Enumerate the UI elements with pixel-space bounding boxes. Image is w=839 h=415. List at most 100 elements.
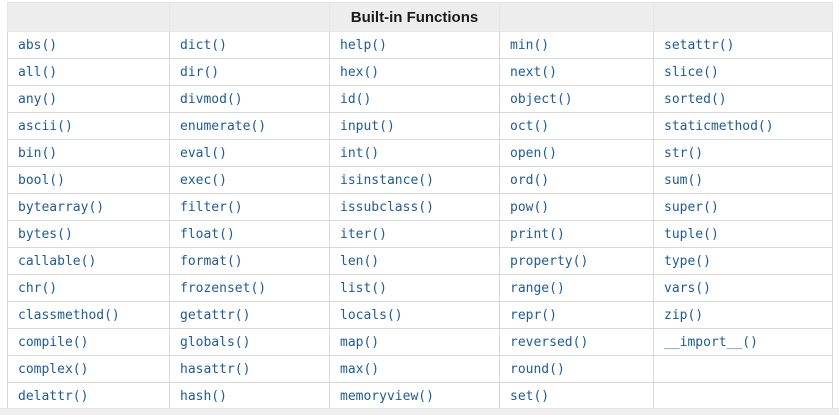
function-link[interactable]: setattr() <box>664 37 735 53</box>
function-link[interactable]: classmethod() <box>18 307 120 323</box>
function-link[interactable]: len() <box>340 253 380 269</box>
table-header: Built-in Functions <box>7 2 833 32</box>
function-link[interactable]: enumerate() <box>180 118 267 134</box>
function-link[interactable]: issubclass() <box>340 199 434 215</box>
function-link[interactable]: open() <box>510 145 557 161</box>
function-link[interactable]: super() <box>664 199 719 215</box>
table-cell: float() <box>169 220 330 248</box>
function-link[interactable]: property() <box>510 253 589 269</box>
table-row: all() dir() hex() next() slice() <box>7 58 833 86</box>
function-link[interactable]: frozenset() <box>180 280 267 296</box>
function-link[interactable]: format() <box>180 253 243 269</box>
function-link[interactable]: bool() <box>18 172 65 188</box>
function-link[interactable]: sum() <box>664 172 704 188</box>
function-link[interactable]: getattr() <box>180 307 251 323</box>
header-cell-empty <box>7 2 170 32</box>
function-link[interactable]: memoryview() <box>340 388 434 404</box>
function-link[interactable]: zip() <box>664 307 704 323</box>
function-link[interactable]: pow() <box>510 199 550 215</box>
function-link[interactable]: callable() <box>18 253 97 269</box>
table-cell: object() <box>499 85 654 113</box>
function-link[interactable]: sorted() <box>664 91 727 107</box>
function-link[interactable]: id() <box>340 91 372 107</box>
function-link[interactable]: iter() <box>340 226 387 242</box>
function-link[interactable]: map() <box>340 334 380 350</box>
table-cell: max() <box>329 355 500 383</box>
function-link[interactable]: bin() <box>18 145 58 161</box>
table-cell: compile() <box>7 328 170 356</box>
table-cell: tuple() <box>653 220 833 248</box>
function-link[interactable]: dict() <box>180 37 227 53</box>
table-cell: round() <box>499 355 654 383</box>
function-link[interactable]: filter() <box>180 199 243 215</box>
function-link[interactable]: range() <box>510 280 565 296</box>
function-link[interactable]: all() <box>18 64 58 80</box>
table-cell: sorted() <box>653 85 833 113</box>
function-link[interactable]: eval() <box>180 145 227 161</box>
function-link[interactable]: slice() <box>664 64 719 80</box>
function-link[interactable]: max() <box>340 361 380 377</box>
function-link[interactable]: chr() <box>18 280 58 296</box>
function-link[interactable]: staticmethod() <box>664 118 774 134</box>
function-link[interactable]: complex() <box>18 361 89 377</box>
header-cell-empty <box>653 2 833 32</box>
function-link[interactable]: divmod() <box>180 91 243 107</box>
header-cell-empty <box>499 2 654 32</box>
function-link[interactable]: tuple() <box>664 226 719 242</box>
function-link[interactable]: min() <box>510 37 550 53</box>
function-link[interactable]: reversed() <box>510 334 589 350</box>
function-link[interactable]: print() <box>510 226 565 242</box>
function-link[interactable]: ord() <box>510 172 550 188</box>
table-cell: isinstance() <box>329 166 500 194</box>
table-cell: enumerate() <box>169 112 330 140</box>
function-link[interactable]: bytearray() <box>18 199 105 215</box>
function-link[interactable]: any() <box>18 91 58 107</box>
function-link[interactable]: vars() <box>664 280 711 296</box>
table-cell: format() <box>169 247 330 275</box>
function-link[interactable]: object() <box>510 91 573 107</box>
header-cell-empty <box>169 2 330 32</box>
table-cell: int() <box>329 139 500 167</box>
table-row: ascii() enumerate() input() oct() staticmeth… <box>7 112 833 140</box>
function-link[interactable]: delattr() <box>18 388 89 404</box>
function-link[interactable]: hex() <box>340 64 380 80</box>
table-row: any() divmod() id() object() sorted() <box>7 85 833 113</box>
function-link[interactable]: type() <box>664 253 711 269</box>
function-link[interactable]: locals() <box>340 307 403 323</box>
function-link[interactable]: ascii() <box>18 118 73 134</box>
table-row: abs() dict() help() min() setattr() <box>7 31 833 59</box>
function-link[interactable]: hasattr() <box>180 361 251 377</box>
function-link[interactable]: str() <box>664 145 704 161</box>
table-cell: range() <box>499 274 654 302</box>
function-link[interactable]: dir() <box>180 64 220 80</box>
table-cell: ord() <box>499 166 654 194</box>
function-link[interactable]: input() <box>340 118 395 134</box>
function-link[interactable]: globals() <box>180 334 251 350</box>
table-cell: hasattr() <box>169 355 330 383</box>
table-cell: chr() <box>7 274 170 302</box>
function-link[interactable]: __import__() <box>664 334 758 350</box>
function-link[interactable]: oct() <box>510 118 550 134</box>
function-link[interactable]: exec() <box>180 172 227 188</box>
function-link[interactable]: bytes() <box>18 226 73 242</box>
next-section-strip <box>0 408 839 415</box>
function-link[interactable]: list() <box>340 280 387 296</box>
function-link[interactable]: compile() <box>18 334 89 350</box>
table-header-row: Built-in Functions <box>7 2 833 32</box>
function-link[interactable]: next() <box>510 64 557 80</box>
table-cell: property() <box>499 247 654 275</box>
function-link[interactable]: help() <box>340 37 387 53</box>
function-link[interactable]: float() <box>180 226 235 242</box>
function-link[interactable]: set() <box>510 388 550 404</box>
table-cell: any() <box>7 85 170 113</box>
table-cell: id() <box>329 85 500 113</box>
table-cell: zip() <box>653 301 833 329</box>
function-link[interactable]: round() <box>510 361 565 377</box>
function-link[interactable]: abs() <box>18 37 58 53</box>
function-link[interactable]: int() <box>340 145 380 161</box>
function-link[interactable]: repr() <box>510 307 557 323</box>
function-link[interactable]: hash() <box>180 388 227 404</box>
table-cell: map() <box>329 328 500 356</box>
function-link[interactable]: isinstance() <box>340 172 434 188</box>
table-row: bool() exec() isinstance() ord() sum() <box>7 166 833 194</box>
